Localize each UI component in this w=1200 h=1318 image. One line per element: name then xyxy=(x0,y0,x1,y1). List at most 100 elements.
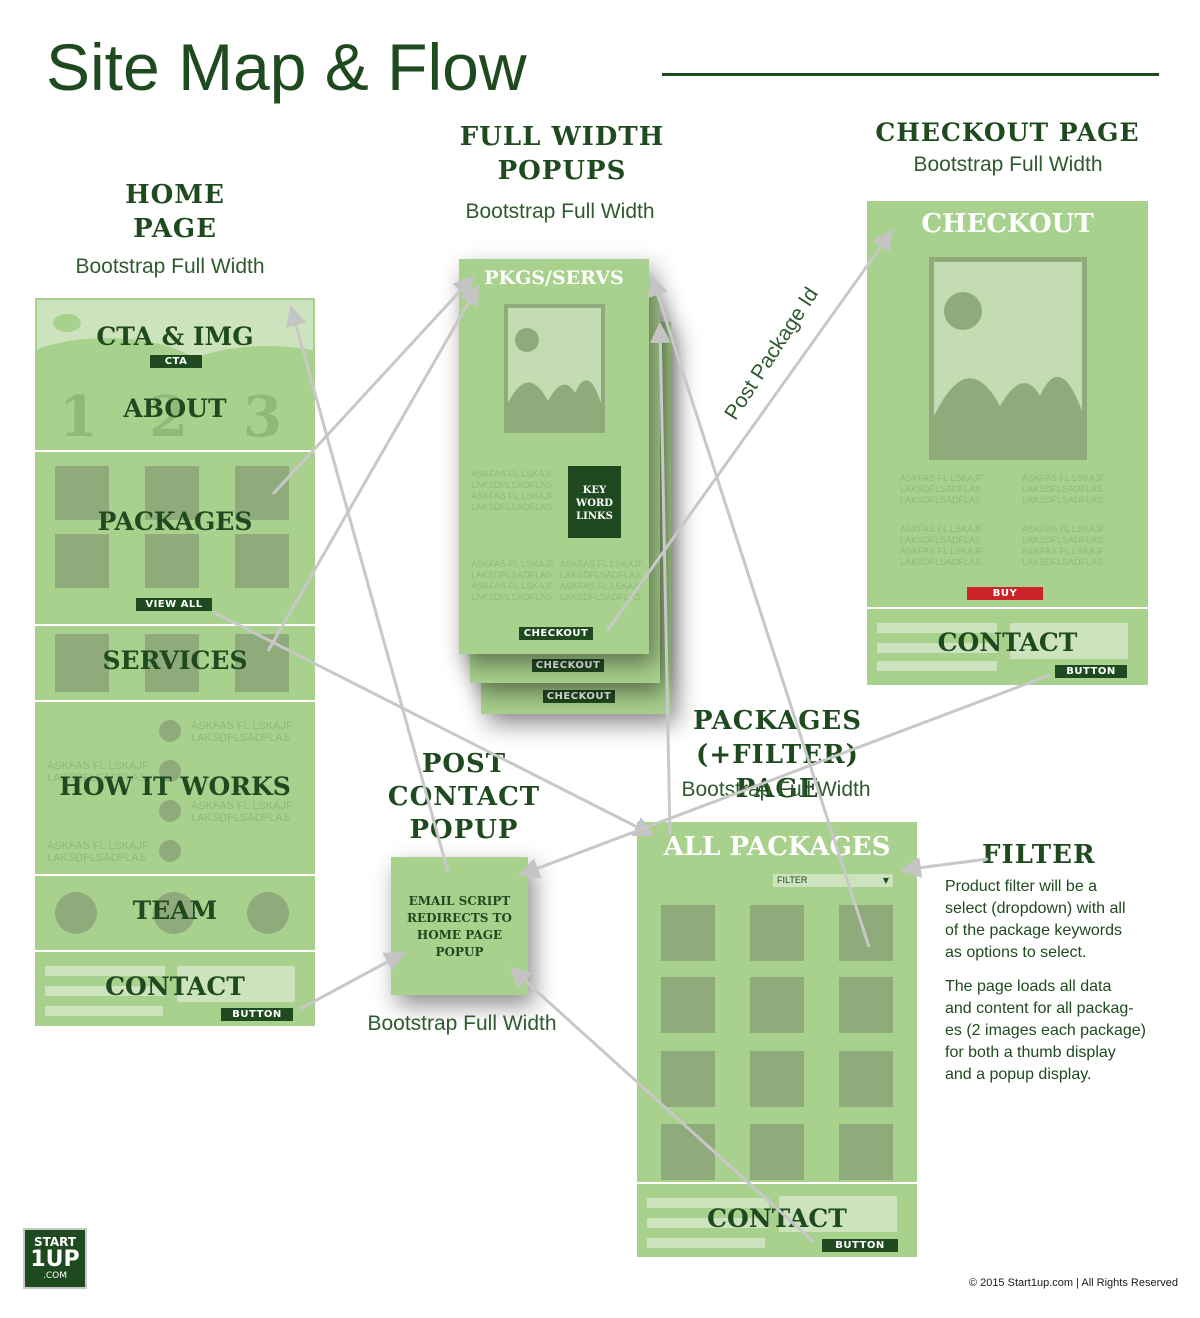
popup-checkout-button[interactable]: CHECKOUT xyxy=(519,627,593,640)
buy-button[interactable]: BUY xyxy=(967,587,1043,600)
all-packages-title: ALL PACKAGES xyxy=(663,832,891,862)
package-thumb xyxy=(145,466,199,520)
view-all-button[interactable]: VIEW ALL xyxy=(136,598,212,611)
about-digit-1: 1 xyxy=(59,384,98,450)
filter-note-para1: Product filter will be a select (dropdow… xyxy=(945,876,1180,964)
filler-line: LAKSDFLSADFLAS xyxy=(1022,495,1104,505)
filter-select[interactable]: FILTER ▼ xyxy=(773,874,893,887)
form-field xyxy=(45,966,165,976)
package-thumb xyxy=(145,534,199,588)
package-thumb[interactable] xyxy=(839,1051,893,1107)
filter-note-para2: The page loads all data and content for … xyxy=(945,976,1180,1086)
filter-note-line: as options to select. xyxy=(945,944,1087,961)
filler-line: ASKFAS FL LSKAJF xyxy=(471,581,555,591)
filler-line: LAKSDFLSADFLAS xyxy=(560,570,642,580)
filter-select-value: FILTER xyxy=(777,875,808,885)
step-dot xyxy=(159,840,181,862)
checkout-contact-label: CONTACT xyxy=(937,628,1078,657)
filler-line: LAKSDFLSADFLAS xyxy=(191,812,291,824)
package-thumb[interactable] xyxy=(750,1051,804,1107)
home-packages-section: PACKAGES VIEW ALL xyxy=(35,452,315,626)
package-thumb[interactable] xyxy=(839,1124,893,1180)
home-services-section: SERVICES xyxy=(35,626,315,702)
form-message xyxy=(1010,623,1128,659)
filler-line: LAKSDFLSADFLAS xyxy=(900,495,982,505)
step-dot xyxy=(159,800,181,822)
package-thumb[interactable] xyxy=(839,977,893,1033)
step-dot xyxy=(159,720,181,742)
filler-line: LAKSDFLSADFLAS xyxy=(900,484,982,494)
filter-note-line: and a popup display. xyxy=(945,1066,1092,1083)
filler-line: ASKFAS FL LSKAJF xyxy=(900,524,984,534)
filler-line: LAKSDFLSADFLAS xyxy=(1022,484,1104,494)
copyright: © 2015 Start1up.com | All Rights Reserve… xyxy=(968,1277,1178,1289)
post-contact-popup: EMAIL SCRIPT REDIRECTS TO HOME PAGE POPU… xyxy=(391,857,528,995)
filler-line: ASKFAS FL LSKAJF xyxy=(471,559,555,569)
filler-text: ASKFAS FL LSKAJF LAKSDFLSADFLAS ASKFAS F… xyxy=(1022,524,1105,568)
filler-text: ASKFAS FL LSKAJF LAKSDFLSADFLAS ASKFAS F… xyxy=(471,469,554,513)
packages-label: PACKAGES xyxy=(97,507,253,536)
filler-text: ASKFAS FL LSKAJF LAKSDFLSADFLAS xyxy=(47,760,149,784)
keyword-links-line: LINKS xyxy=(576,511,613,522)
filler-line: LAKSDFLSADFLAS xyxy=(1022,535,1104,545)
packages-page-subtitle: Bootstrap Full Width xyxy=(681,778,871,801)
filler-line: LAKSDFLSADFLAS xyxy=(900,557,982,567)
form-field xyxy=(647,1238,765,1248)
keyword-links-box[interactable]: KEY WORD LINKS xyxy=(568,466,621,538)
package-thumb[interactable] xyxy=(750,905,804,961)
packages-wireframe: ALL PACKAGES FILTER ▼ CONTACT BUTTON xyxy=(637,822,917,1257)
logo-line1: START xyxy=(33,1235,77,1249)
filler-line: LAKSDFLSADFLAS xyxy=(471,592,553,602)
post-contact-text: EMAIL SCRIPT REDIRECTS TO HOME PAGE POPU… xyxy=(391,893,528,961)
package-thumb[interactable] xyxy=(661,905,715,961)
package-thumb[interactable] xyxy=(661,1124,715,1180)
package-thumb[interactable] xyxy=(750,977,804,1033)
filler-line: LAKSDFLSADFLAS xyxy=(471,570,553,580)
filter-note-line: es (2 images each package) xyxy=(945,1022,1146,1039)
filter-note-heading: FILTER xyxy=(982,840,1096,870)
package-thumb[interactable] xyxy=(661,977,715,1033)
filler-line: ASKFAS FL LSKAJF xyxy=(471,469,555,479)
filler-line: ASKFAS FL LSKAJF xyxy=(47,760,149,772)
filler-line: LAKSDFLSADFLAS xyxy=(471,502,553,512)
checkout-wireframe: CHECKOUT ASKFAS FL LSKAJF LAKSDFLSADFLAS… xyxy=(867,201,1148,685)
filler-line: LAKSDFLSADFLAS xyxy=(47,852,147,864)
how-it-works-label: HOW IT WORKS xyxy=(59,772,291,801)
home-heading-line1: HOME xyxy=(125,180,225,210)
home-wireframe: CTA & IMG CTA 1 2 3 ABOUT PACKAGES VIEW … xyxy=(35,298,315,1026)
home-subtitle: Bootstrap Full Width xyxy=(75,255,265,278)
checkout-image-placeholder xyxy=(929,257,1087,460)
popup-checkout-button[interactable]: CHECKOUT xyxy=(543,690,615,703)
popup-checkout-button[interactable]: CHECKOUT xyxy=(532,659,604,672)
package-thumb[interactable] xyxy=(750,1124,804,1180)
filler-line: ASKFAS FL LSKAJF xyxy=(191,720,293,732)
filler-line: ASKFAS FL LSKAJF xyxy=(191,800,293,812)
filler-text: ASKFAS FL LSKAJF LAKSDFLSADFLAS LAKSDFLS… xyxy=(900,473,983,506)
package-thumb[interactable] xyxy=(839,905,893,961)
filler-line: ASKFAS FL LSKAJF xyxy=(47,840,149,852)
popup-title: PKGS/SERVS xyxy=(484,267,624,289)
checkout-heading: CHECKOUT PAGE xyxy=(875,118,1140,147)
packages-divider xyxy=(637,1182,917,1184)
post-contact-line: HOME PAGE xyxy=(416,928,503,942)
checkout-contact-button[interactable]: BUTTON xyxy=(1055,665,1127,678)
filler-line: ASKFAS FL LSKAJF xyxy=(1022,546,1106,556)
keyword-links-line: WORD xyxy=(576,498,613,509)
contact-label: CONTACT xyxy=(105,972,245,1001)
checkout-divider xyxy=(867,607,1148,609)
about-label: ABOUT xyxy=(123,394,227,423)
filler-line: ASKFAS FL LSKAJF xyxy=(900,546,984,556)
contact-button[interactable]: BUTTON xyxy=(221,1008,293,1021)
filler-line: ASKFAS FL LSKAJF xyxy=(900,473,984,483)
form-field xyxy=(45,986,165,996)
packages-contact-button[interactable]: BUTTON xyxy=(822,1239,898,1252)
post-contact-line: POPUP xyxy=(435,945,484,959)
cta-button: CTA xyxy=(150,355,202,368)
popup-card-front: PKGS/SERVS ASKFAS FL LSKAJF LAKSDFLSADFL… xyxy=(459,259,649,654)
filler-line: LAKSDFLSADFLAS xyxy=(900,535,982,545)
post-contact-heading-line1: POST xyxy=(421,749,507,779)
package-thumb[interactable] xyxy=(661,1051,715,1107)
filler-line: LAKSDFLSADFLAS xyxy=(560,592,642,602)
chevron-down-icon: ▼ xyxy=(882,876,889,885)
team-avatar xyxy=(55,892,97,934)
